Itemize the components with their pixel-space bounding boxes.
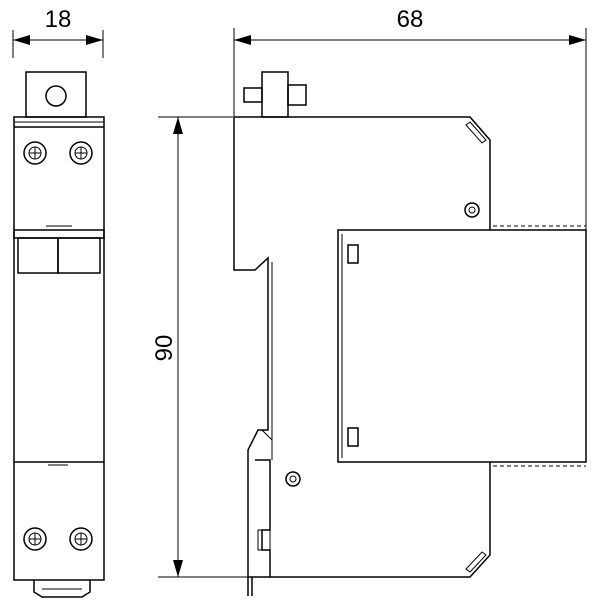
screw-terminal-icon xyxy=(23,527,93,551)
side-body xyxy=(233,116,491,578)
screw-side-icon xyxy=(285,202,480,487)
front-body xyxy=(13,116,105,581)
screw-terminal-icon xyxy=(23,141,93,165)
dimension-height: 90 xyxy=(151,116,250,578)
side-view: 68 xyxy=(233,6,587,596)
front-view: 18 xyxy=(12,6,105,598)
dimension-height-label: 90 xyxy=(151,335,178,362)
din-rail-clip-icon xyxy=(33,580,91,598)
dimension-depth: 68 xyxy=(233,6,587,230)
dimension-depth-label: 68 xyxy=(397,6,424,33)
toggle-lever-icon xyxy=(25,71,87,118)
dimension-width: 18 xyxy=(12,6,104,58)
din-clip-side-icon xyxy=(247,459,271,596)
front-face-block xyxy=(337,229,587,463)
dimension-width-label: 18 xyxy=(45,6,72,33)
toggle-side-icon xyxy=(243,71,307,118)
